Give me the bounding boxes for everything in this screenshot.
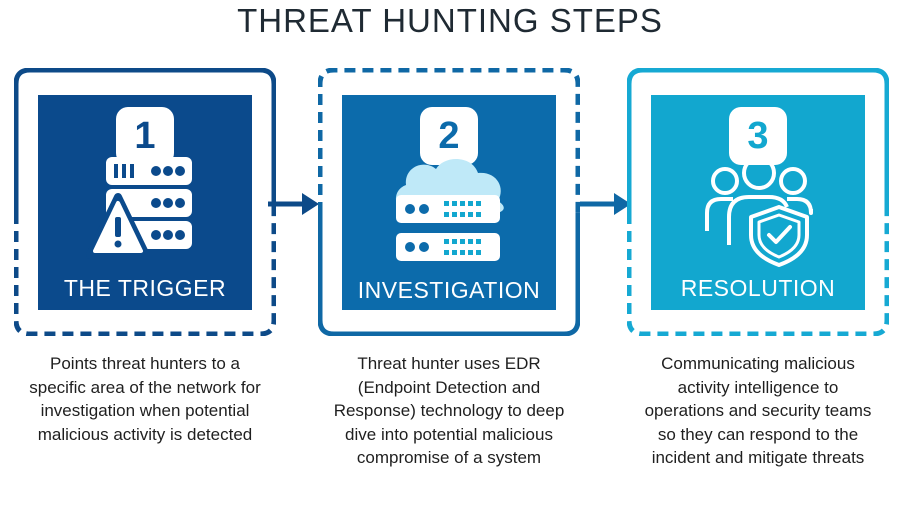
arrow-right-icon [268,193,319,215]
page-title: THREAT HUNTING STEPS [237,2,663,39]
step-3-description: Communicating malicious activity intelli… [644,354,872,467]
arrow-right-icon [580,193,631,215]
step-1-frame: 1 THE TRIGGER [14,68,276,336]
step-3-border [627,68,889,336]
step-1-border [14,68,276,336]
step-2-border [318,68,580,336]
step-3-frame: 3 RESOLUTION [627,68,889,336]
step-2-card: 2 INVESTIGATION [342,95,556,310]
step-3-label: RESOLUTION [680,275,836,301]
step-1-card: 1 THE TRIGGER [38,95,252,310]
step-3-card: 3 RESOLUTION [651,95,865,310]
step-1-number: 1 [116,107,174,165]
cloud-server-icon [395,158,504,261]
step-2-label: INVESTIGATION [357,277,541,303]
step-1-description: Points threat hunters to a specific area… [29,354,261,444]
server-warning-icon [86,157,192,259]
step-1-label: THE TRIGGER [63,275,227,301]
step-3-number: 3 [729,107,787,165]
team-shield-icon [705,156,813,267]
step-2-description: Threat hunter uses EDR (Endpoint Detecti… [333,354,565,467]
step-2-number: 2 [420,107,478,165]
step-2-frame: 2 INVESTIGATION [318,68,580,336]
